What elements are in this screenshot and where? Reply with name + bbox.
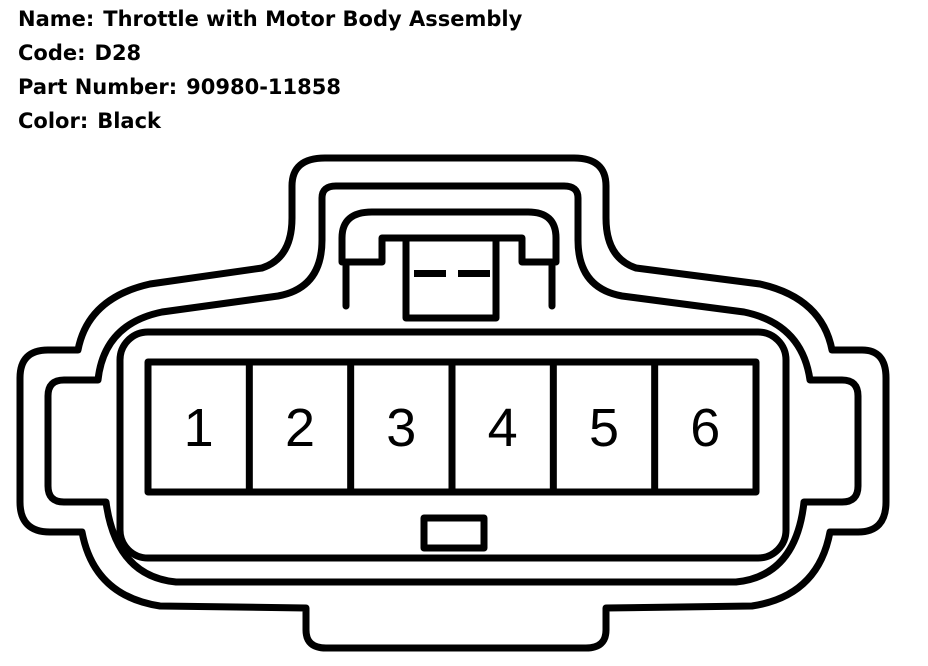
code-label: Code: xyxy=(18,41,86,65)
color-row: Color: Black xyxy=(18,104,522,138)
part-number-label: Part Number: xyxy=(18,75,178,99)
pin-number-2: 2 xyxy=(285,398,315,458)
lock-latch-slot-left xyxy=(414,270,446,277)
name-row: Name: Throttle with Motor Body Assembly xyxy=(18,2,522,36)
code-value: D28 xyxy=(94,41,142,65)
part-number-row: Part Number: 90980-11858 xyxy=(18,70,522,104)
lock-latch-loop xyxy=(338,208,560,266)
name-value: Throttle with Motor Body Assembly xyxy=(103,7,523,31)
pin-number-1: 1 xyxy=(184,398,214,458)
pin-number-3: 3 xyxy=(386,398,416,458)
connector-info-block: Name: Throttle with Motor Body Assembly C… xyxy=(18,2,522,138)
name-label: Name: xyxy=(18,7,95,31)
lock-latch-tongue xyxy=(402,234,500,322)
terminal-pin-row: 1 2 3 4 5 6 xyxy=(144,358,760,496)
connector-housing-inner-outline xyxy=(44,182,862,586)
bottom-key-tab xyxy=(420,514,488,552)
connector-housing-outline xyxy=(16,154,890,652)
pin-number-6: 6 xyxy=(690,398,720,458)
pin-cavity-recess xyxy=(116,328,790,562)
lock-latch-slot-right xyxy=(458,270,490,277)
part-number-value: 90980-11858 xyxy=(186,75,341,99)
color-value: Black xyxy=(97,109,162,133)
pin-number-5: 5 xyxy=(589,398,619,458)
code-row: Code: D28 xyxy=(18,36,522,70)
lock-latch-body xyxy=(342,234,556,310)
pin-number-4: 4 xyxy=(488,398,518,458)
color-label: Color: xyxy=(18,109,89,133)
